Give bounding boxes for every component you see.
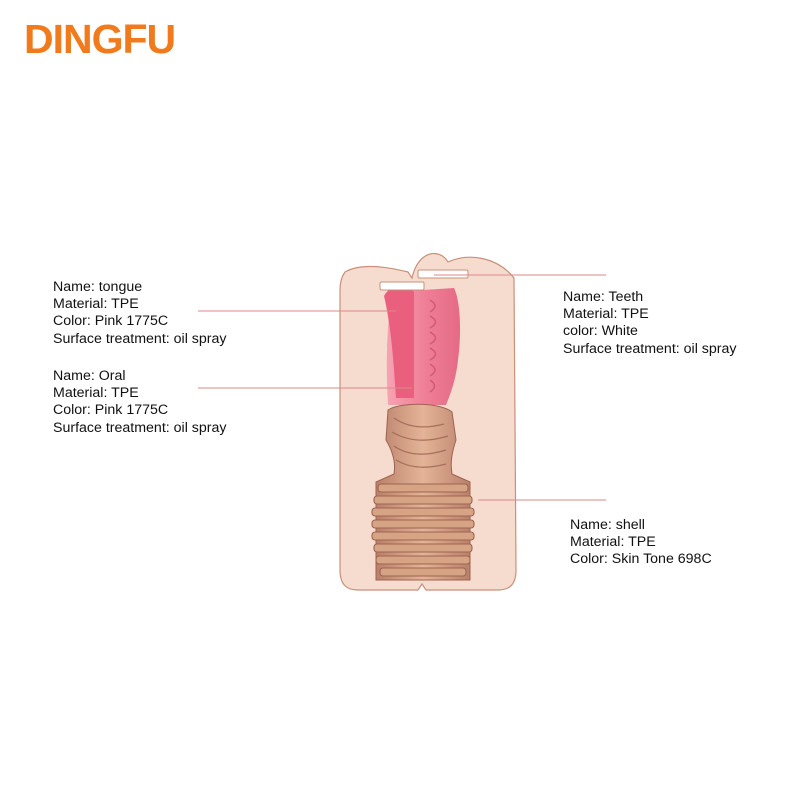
callout-teeth: Name: Teeth Material: TPE color: White S…	[563, 289, 736, 358]
tongue-material: Material: TPE	[53, 296, 139, 313]
tongue	[384, 284, 414, 398]
shell-color: Color: Skin Tone 698C	[570, 551, 712, 568]
oral-material: Material: TPE	[53, 385, 139, 402]
tongue-color: Color: Pink 1775C	[53, 313, 169, 330]
oral-name: Name: Oral	[53, 368, 126, 384]
oral-ribs	[429, 299, 437, 393]
teeth-name: Name: Teeth	[563, 289, 644, 305]
teeth-lower	[379, 281, 425, 291]
shell-name: Name: shell	[570, 517, 645, 533]
tongue-surface: Surface treatment: oil spray	[53, 330, 227, 347]
oral-surface: Surface treatment: oil spray	[53, 419, 227, 436]
callout-shell: Name: shell Material: TPE Color: Skin To…	[570, 517, 712, 569]
canal-ribs	[371, 483, 475, 577]
canal-twists	[391, 417, 449, 468]
brand-logo: DINGFU	[24, 16, 176, 62]
tongue-name: Name: tongue	[53, 279, 143, 295]
callout-tongue: Name: tongue Material: TPE Color: Pink 1…	[53, 279, 226, 348]
callout-oral: Name: Oral Material: TPE Color: Pink 177…	[53, 368, 226, 437]
teeth-upper	[417, 269, 469, 279]
shell-material: Material: TPE	[570, 534, 656, 551]
teeth-material: Material: TPE	[563, 306, 649, 323]
oral-color: Color: Pink 1775C	[53, 402, 169, 419]
teeth-color: color: White	[563, 323, 638, 340]
teeth-surface: Surface treatment: oil spray	[563, 340, 737, 357]
